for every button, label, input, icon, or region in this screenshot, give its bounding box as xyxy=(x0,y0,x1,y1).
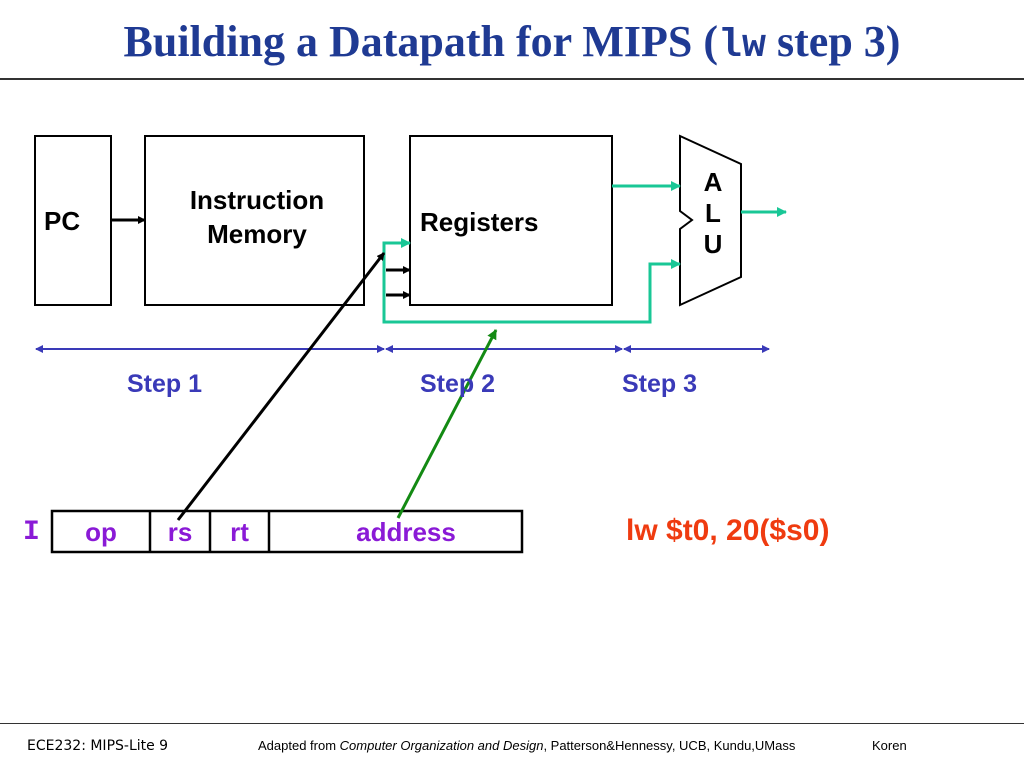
registers-label: Registers xyxy=(420,207,539,237)
field-rs: rs xyxy=(167,517,193,547)
title-divider xyxy=(0,78,1024,80)
rs-to-registers-arrow xyxy=(176,252,386,521)
field-rt: rt xyxy=(230,517,249,547)
registers-block xyxy=(409,135,613,306)
title-prefix: Building a Datapath for MIPS ( xyxy=(123,17,719,66)
footer-book-title: Computer Organization and Design xyxy=(339,738,544,753)
instruction-memory-label: Instruction Memory xyxy=(145,183,369,251)
footer-adapted-suffix: , Patterson&Hennessy, UCB, Kundu,UMass xyxy=(543,738,796,753)
pc-label: PC xyxy=(44,206,81,236)
assembly-instruction: lw $t0, 20($s0) xyxy=(626,514,830,547)
footer-divider xyxy=(0,723,1024,724)
active-path-loop xyxy=(382,241,681,324)
alu-letter-l: L xyxy=(705,198,721,228)
instruction-format-box xyxy=(50,509,524,554)
address-to-datapath-arrow xyxy=(396,329,498,519)
alu-letter-u: U xyxy=(703,229,723,259)
footer-adapted-prefix: Adapted from xyxy=(258,738,340,753)
step1-label: Step 1 xyxy=(127,370,203,398)
footer-author: Koren xyxy=(872,738,907,753)
step3-label: Step 3 xyxy=(622,370,698,398)
instruction-memory-line1: Instruction xyxy=(189,185,325,215)
instruction-memory-line2: Memory xyxy=(207,219,307,249)
step2-label: Step 2 xyxy=(420,370,496,398)
title-code: lw xyxy=(718,24,767,69)
instruction-type-label: I xyxy=(23,517,40,548)
slide-title: Building a Datapath for MIPS (lw step 3) xyxy=(0,16,1024,69)
field-address: address xyxy=(356,517,456,547)
alu-label: A L U xyxy=(698,167,728,260)
alu-letter-a: A xyxy=(703,167,723,197)
footer-attribution: Adapted from Computer Organization and D… xyxy=(258,738,795,753)
field-op: op xyxy=(85,517,117,547)
footer-left: ECE232: MIPS-Lite 9 xyxy=(27,738,169,754)
title-suffix: step 3) xyxy=(766,17,901,66)
